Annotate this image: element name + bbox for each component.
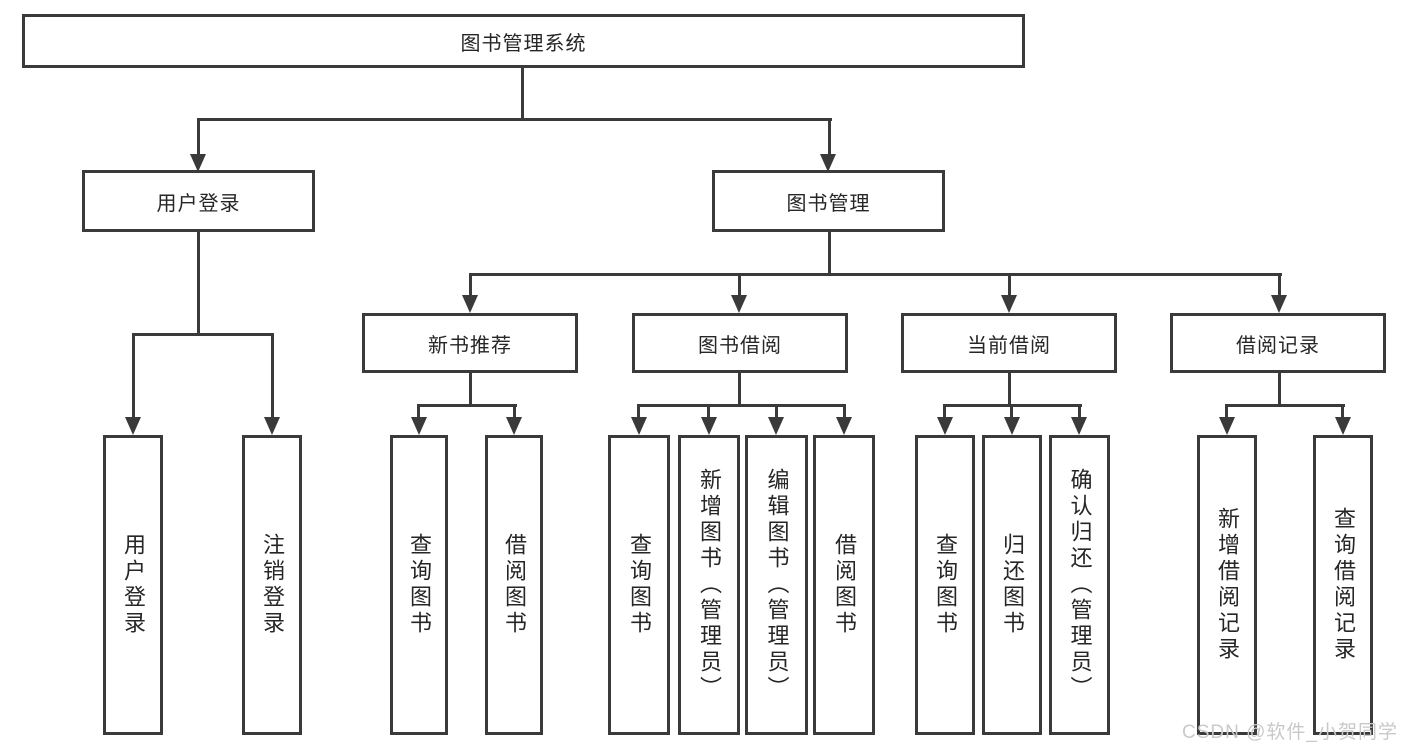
connector-hline: [417, 404, 517, 407]
connector-vline: [738, 371, 741, 407]
leaf-nbr-borrow-book: 借阅图书: [485, 435, 543, 735]
connector-vline: [828, 118, 831, 156]
arrow-down-icon: [1271, 295, 1287, 313]
connector-vline: [513, 404, 516, 418]
arrow-down-icon: [1219, 417, 1235, 435]
arrow-down-icon: [1071, 417, 1087, 435]
arrow-down-icon: [1004, 417, 1020, 435]
connector-vline: [707, 404, 710, 418]
arrow-down-icon: [1335, 417, 1351, 435]
connector-vline: [1225, 404, 1228, 418]
arrow-down-icon: [768, 417, 784, 435]
connector-vline: [738, 273, 741, 297]
arrow-down-icon: [264, 417, 280, 435]
connector-vline: [1278, 371, 1281, 407]
arrow-down-icon: [937, 417, 953, 435]
node-book-borrow: 图书借阅: [632, 313, 848, 373]
arrow-down-icon: [1001, 295, 1017, 313]
leaf-bb-edit-book-admin: 编辑图书（管理员）: [745, 435, 808, 735]
node-book-management: 图书管理: [712, 170, 945, 232]
connector-vline: [943, 404, 946, 418]
connector-vline: [1278, 273, 1281, 297]
connector-vline: [637, 404, 640, 418]
leaf-br-add-record: 新增借阅记录: [1197, 435, 1257, 735]
connector-vline: [828, 230, 831, 276]
leaf-cb-return-book: 归还图书: [982, 435, 1042, 735]
connector-vline: [271, 333, 274, 417]
connector-vline: [197, 230, 200, 336]
node-user-login: 用户登录: [82, 170, 315, 232]
csdn-watermark: CSDN @软件_小贺同学: [1182, 722, 1398, 743]
arrow-down-icon: [701, 417, 717, 435]
arrow-down-icon: [731, 295, 747, 313]
connector-vline: [775, 404, 778, 418]
connector-vline: [521, 66, 524, 120]
connector-vline: [1008, 371, 1011, 407]
connector-vline: [1078, 404, 1081, 418]
connector-vline: [417, 404, 420, 418]
connector-vline: [469, 371, 472, 407]
connector-hline: [469, 273, 1282, 276]
arrow-down-icon: [506, 417, 522, 435]
node-new-book-recommend: 新书推荐: [362, 313, 578, 373]
leaf-br-query-record: 查询借阅记录: [1313, 435, 1373, 735]
arrow-down-icon: [462, 295, 478, 313]
leaf-bb-add-book-admin: 新增图书（管理员）: [678, 435, 740, 735]
leaf-cb-query-book: 查询图书: [915, 435, 975, 735]
node-borrow-records: 借阅记录: [1170, 313, 1386, 373]
leaf-logout-login: 注销登录: [242, 435, 302, 735]
leaf-cb-confirm-return-admin: 确认归还（管理员）: [1049, 435, 1110, 735]
connector-vline: [197, 118, 200, 156]
arrow-down-icon: [631, 417, 647, 435]
connector-vline: [1008, 273, 1011, 297]
leaf-bb-query-book: 查询图书: [608, 435, 670, 735]
connector-hline: [1225, 404, 1345, 407]
node-root-system: 图书管理系统: [22, 14, 1025, 68]
connector-vline: [843, 404, 846, 418]
arrow-down-icon: [820, 154, 836, 172]
arrow-down-icon: [190, 154, 206, 172]
node-current-borrow: 当前借阅: [901, 313, 1117, 373]
connector-vline: [469, 273, 472, 297]
connector-vline: [1341, 404, 1344, 418]
leaf-user-login: 用户登录: [103, 435, 163, 735]
arrow-down-icon: [836, 417, 852, 435]
connector-vline: [132, 333, 135, 417]
arrow-down-icon: [125, 417, 141, 435]
leaf-bb-borrow-book: 借阅图书: [813, 435, 875, 735]
connector-vline: [1010, 404, 1013, 418]
connector-hline: [132, 333, 274, 336]
connector-hline: [197, 118, 832, 121]
leaf-nbr-query-book: 查询图书: [390, 435, 448, 735]
arrow-down-icon: [411, 417, 427, 435]
connector-hline: [637, 404, 846, 407]
